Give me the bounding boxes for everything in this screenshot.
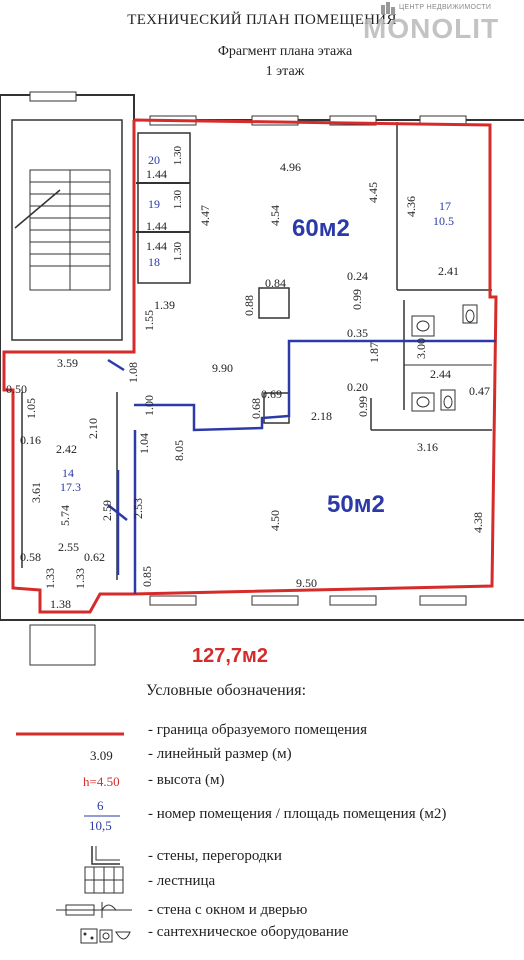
sanitary-fixtures	[411, 304, 478, 412]
dimension-label: 2.44	[430, 367, 451, 381]
dimension-label: 3.59	[57, 356, 78, 370]
legend-item-room: - номер помещения / площадь помещения (м…	[148, 806, 447, 822]
dimension-label: 1.04	[137, 433, 151, 454]
window-door-icon	[56, 902, 132, 918]
dimension-label: 0.84	[265, 276, 286, 290]
windows	[29, 91, 467, 666]
legend-item-dimension: - линейный размер (м)	[148, 746, 292, 762]
dimension-label: 1.87	[367, 342, 381, 363]
building-logo-icon	[381, 2, 395, 14]
dimension-label: 0.69	[261, 387, 282, 401]
legend-item-height: - высота (м)	[148, 772, 225, 788]
total-area: 127,7м2	[192, 645, 268, 667]
legend-item-staircase: - лестница	[148, 873, 216, 889]
dimension-label: 2.55	[58, 540, 79, 554]
dimension-label: 4.54	[268, 205, 282, 226]
dimension-label: 4.38	[471, 512, 485, 533]
dimension-label: 0.62	[84, 550, 105, 564]
dimension-label: 2.18	[311, 409, 332, 423]
dimension-label: 1.55	[142, 310, 156, 331]
legend-sample-room-area: 10,5	[89, 818, 112, 833]
room-area: 1.44	[146, 239, 167, 253]
legend-item-window-door: - стена с окном и дверью	[148, 902, 308, 918]
room-area: 10.5	[433, 214, 454, 228]
dimension-label: 2.59	[100, 500, 114, 521]
dimension-label: 9.90	[212, 361, 233, 375]
dimension-label: 1.30	[172, 146, 184, 166]
dimension-label: 3.00	[414, 338, 428, 359]
legend-item-boundary: - граница образуемого помещения	[148, 722, 367, 738]
dimension-label: 3.16	[417, 440, 438, 454]
dimension-label: 1.33	[73, 568, 87, 589]
logo-wordmark: MONOLIT	[363, 13, 500, 44]
dimension-label: 0.99	[356, 396, 370, 417]
dimension-label: 2.53	[131, 498, 145, 519]
dimension-label: 0.58	[20, 550, 41, 564]
dimension-label: 0.85	[140, 566, 154, 587]
dimension-label: 2.42	[56, 442, 77, 456]
sanitary-icon	[80, 928, 131, 944]
legend-sample-height: h=4.50	[83, 774, 120, 789]
room-number: 17	[439, 199, 451, 213]
room-area: 17.3	[60, 480, 81, 494]
dimension-label: 1.05	[24, 398, 38, 419]
dimension-label: 0.50	[6, 382, 27, 396]
dimension-label: 4.96	[280, 160, 301, 174]
staircase	[14, 170, 110, 290]
legend-item-walls: - стены, перегородки	[148, 848, 282, 864]
legend-sample-dimension: 3.09	[90, 748, 113, 763]
legend-sample-room-number: 6	[97, 798, 104, 813]
dimension-label: 2.10	[86, 418, 100, 439]
dimension-label: 3.61	[29, 482, 43, 503]
dimension-label: 0.99	[350, 289, 364, 310]
dimension-label: 0.47	[469, 384, 490, 398]
dimension-label: 1.30	[172, 190, 184, 210]
dimension-label: 0.16	[20, 433, 41, 447]
dimension-label: 1.30	[172, 242, 184, 262]
room-number: 19	[148, 197, 160, 211]
legend-boundary-sample	[16, 732, 124, 736]
wall-icon	[91, 846, 120, 865]
dimension-label: 1.00	[142, 395, 156, 416]
dimension-label: 4.50	[268, 510, 282, 531]
room-number: 18	[148, 255, 160, 269]
floor-label: 1 этаж	[265, 64, 305, 79]
room-number: 14	[62, 466, 74, 480]
dimension-label: 5.74	[58, 505, 72, 526]
dimension-label: 8.05	[172, 440, 186, 461]
dimension-label: 4.47	[198, 205, 212, 226]
dimension-label: 0.68	[249, 398, 263, 419]
logo-tagline: ЦЕНТР НЕДВИЖИМОСТИ	[399, 4, 492, 11]
room-area: 1.44	[146, 219, 167, 233]
dimension-label: 1.39	[154, 298, 175, 312]
room-area: 1.44	[146, 167, 167, 181]
dimension-label: 4.36	[404, 196, 418, 217]
dimension-label: 1.38	[50, 597, 71, 611]
dimension-label: 0.35	[347, 326, 368, 340]
dimension-label: 1.08	[126, 362, 140, 383]
legend-title: Условные обозначения:	[146, 682, 307, 699]
room-boundary	[2, 118, 498, 614]
plan-title: ТЕХНИЧЕСКИЙ ПЛАН ПОМЕЩЕНИЯ	[127, 12, 397, 28]
area-label-upper: 60м2	[292, 215, 350, 242]
room-number: 20	[148, 153, 160, 167]
area-label-lower: 50м2	[327, 491, 385, 518]
partition-lines	[107, 339, 496, 594]
dimension-label: 2.41	[438, 264, 459, 278]
dimension-label: 0.24	[347, 269, 368, 283]
staircase-icon	[84, 866, 124, 894]
dimension-label: 9.50	[296, 576, 317, 590]
dimension-label: 0.88	[242, 295, 256, 316]
legend-fraction-line	[84, 815, 120, 817]
dimension-label: 0.20	[347, 380, 368, 394]
plan-subtitle: Фрагмент плана этажа	[217, 44, 353, 59]
legend-item-sanitary: - сантехническое оборудование	[148, 924, 349, 940]
dimension-label: 1.33	[43, 568, 57, 589]
dimension-label: 4.45	[366, 182, 380, 203]
